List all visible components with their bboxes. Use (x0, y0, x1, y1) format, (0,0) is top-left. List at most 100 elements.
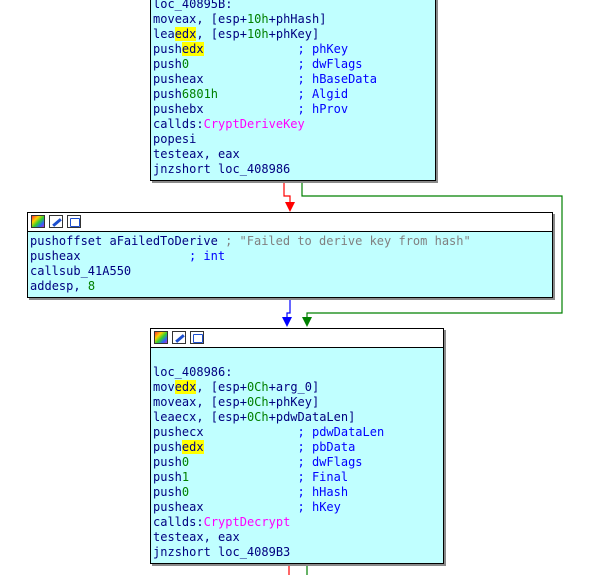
code-block-loc-408986[interactable]: loc_408986:movedx, [esp+0Ch+arg_0]moveax… (150, 328, 444, 564)
asm-line[interactable]: jnzshort loc_408986 (153, 162, 433, 177)
asm-line[interactable]: push0 ; hHash (153, 485, 441, 500)
numeric-operand[interactable]: 6801h (181, 87, 219, 101)
asm-line[interactable]: addesp, 8 (30, 279, 550, 294)
asm-line[interactable]: testeax, eax (153, 147, 433, 162)
code-label[interactable]: loc_40895B: (153, 0, 233, 11)
asm-line[interactable]: pushoffset aFailedToDerive ; "Failed to … (30, 234, 550, 249)
operand[interactable]: esi (174, 132, 197, 146)
mnemonic[interactable]: push (30, 249, 59, 263)
comment[interactable]: ; int (80, 249, 226, 263)
operand[interactable]: eax (181, 500, 204, 514)
operand[interactable]: eax, eax (181, 147, 240, 161)
operand[interactable]: +phHash] (268, 12, 327, 26)
asm-line[interactable]: popesi (153, 132, 433, 147)
operand[interactable]: ecx (181, 425, 204, 439)
numeric-operand[interactable]: 10h (246, 12, 269, 26)
highlighted-register[interactable]: edx (181, 42, 204, 56)
rename-icon[interactable] (172, 331, 186, 344)
asm-line[interactable]: leaecx, [esp+0Ch+pdwDataLen] (153, 410, 441, 425)
comment[interactable]: ; hKey (203, 500, 341, 514)
comment[interactable]: ; Algid (218, 87, 349, 101)
numeric-operand[interactable]: 10h (246, 27, 269, 41)
operand[interactable]: ds: (181, 117, 204, 131)
asm-line[interactable]: loc_40895B: (153, 0, 433, 12)
operand[interactable]: ebx (181, 102, 204, 116)
operand[interactable]: short loc_4089B3 (174, 545, 291, 559)
import-name[interactable]: CryptDeriveKey (203, 117, 305, 131)
asm-line[interactable]: loc_408986: (153, 365, 441, 380)
mnemonic[interactable]: push (153, 42, 182, 56)
asm-line[interactable]: callsub_41A550 (30, 264, 550, 279)
mnemonic[interactable]: add (30, 279, 52, 293)
asm-line[interactable]: push6801h ; Algid (153, 87, 433, 102)
highlighted-register[interactable]: edx (174, 27, 197, 41)
numeric-operand[interactable]: 8 (87, 279, 96, 293)
code-block-loc-40895b[interactable]: loc_40895B:moveax, [esp+10h+phHash]leaed… (150, 0, 436, 181)
numeric-operand[interactable]: 0 (181, 57, 190, 71)
comment[interactable]: ; dwFlags (189, 57, 363, 71)
comment[interactable]: ; hProv (203, 102, 349, 116)
comment[interactable]: ; Final (189, 470, 349, 484)
code-block-failed-to-derive[interactable]: pushoffset aFailedToDerive ; "Failed to … (27, 212, 553, 298)
operand[interactable]: short loc_408986 (174, 162, 291, 176)
operand[interactable]: sub_41A550 (58, 264, 132, 278)
numeric-operand[interactable]: 1 (181, 470, 190, 484)
numeric-operand[interactable]: 0 (181, 455, 190, 469)
asm-line[interactable]: pushedx ; pbData (153, 440, 441, 455)
asm-line[interactable]: pusheax ; hKey (153, 500, 441, 515)
graph-overview-icon[interactable] (190, 331, 204, 344)
mnemonic[interactable]: push (153, 470, 182, 484)
mnemonic[interactable]: call (153, 515, 182, 529)
asm-line[interactable]: pusheax ; hBaseData (153, 72, 433, 87)
color-palette-icon[interactable] (31, 215, 45, 228)
comment[interactable]: ; pbData (203, 440, 356, 454)
mnemonic[interactable]: test (153, 147, 182, 161)
comment[interactable]: ; "Failed to derive key from hash" (217, 234, 471, 248)
mnemonic[interactable]: pop (153, 132, 175, 146)
asm-line[interactable]: push0 ; dwFlags (153, 57, 433, 72)
operand[interactable]: +pdwDataLen] (268, 410, 356, 424)
highlighted-register[interactable]: edx (174, 380, 197, 394)
asm-line[interactable] (153, 350, 441, 365)
comment[interactable]: ; phKey (203, 42, 349, 56)
mnemonic[interactable]: jnz (153, 162, 175, 176)
comment[interactable]: ; hHash (189, 485, 349, 499)
comment[interactable]: ; hBaseData (203, 72, 377, 86)
operand[interactable]: , [esp+ (196, 380, 247, 394)
asm-line[interactable]: leaedx, [esp+10h+phKey] (153, 27, 433, 42)
mnemonic[interactable]: push (153, 455, 182, 469)
mnemonic[interactable]: push (30, 234, 59, 248)
asm-line[interactable]: movedx, [esp+0Ch+arg_0] (153, 380, 441, 395)
import-name[interactable]: CryptDecrypt (203, 515, 291, 529)
mnemonic[interactable]: push (153, 87, 182, 101)
mnemonic[interactable]: push (153, 500, 182, 514)
code-label[interactable]: loc_408986: (153, 365, 233, 379)
asm-line[interactable]: moveax, [esp+0Ch+phKey] (153, 395, 441, 410)
asm-line[interactable]: moveax, [esp+10h+phHash] (153, 12, 433, 27)
numeric-operand[interactable]: 0Ch (246, 395, 269, 409)
operand[interactable]: +phKey] (268, 395, 320, 409)
graph-overview-icon[interactable] (67, 215, 81, 228)
mnemonic[interactable]: test (153, 530, 182, 544)
numeric-operand[interactable]: 0Ch (246, 380, 269, 394)
operand[interactable]: eax, [esp+ (174, 12, 247, 26)
mnemonic[interactable]: lea (153, 410, 175, 424)
operand[interactable]: +phKey] (268, 27, 320, 41)
operand[interactable]: ecx, [esp+ (174, 410, 247, 424)
mnemonic[interactable]: call (30, 264, 59, 278)
numeric-operand[interactable]: 0Ch (246, 410, 269, 424)
mnemonic[interactable]: mov (153, 380, 175, 394)
mnemonic[interactable]: jnz (153, 545, 175, 559)
rename-icon[interactable] (49, 215, 63, 228)
operand[interactable]: eax, eax (181, 530, 240, 544)
mnemonic[interactable]: lea (153, 27, 175, 41)
asm-line[interactable]: push1 ; Final (153, 470, 441, 485)
color-palette-icon[interactable] (154, 331, 168, 344)
numeric-operand[interactable]: 0 (181, 485, 190, 499)
mnemonic[interactable]: call (153, 117, 182, 131)
comment[interactable]: ; dwFlags (189, 455, 363, 469)
mnemonic[interactable]: push (153, 485, 182, 499)
asm-line[interactable]: jnzshort loc_4089B3 (153, 545, 441, 560)
asm-line[interactable]: callds:CryptDecrypt (153, 515, 441, 530)
asm-line[interactable]: pushedx ; phKey (153, 42, 433, 57)
